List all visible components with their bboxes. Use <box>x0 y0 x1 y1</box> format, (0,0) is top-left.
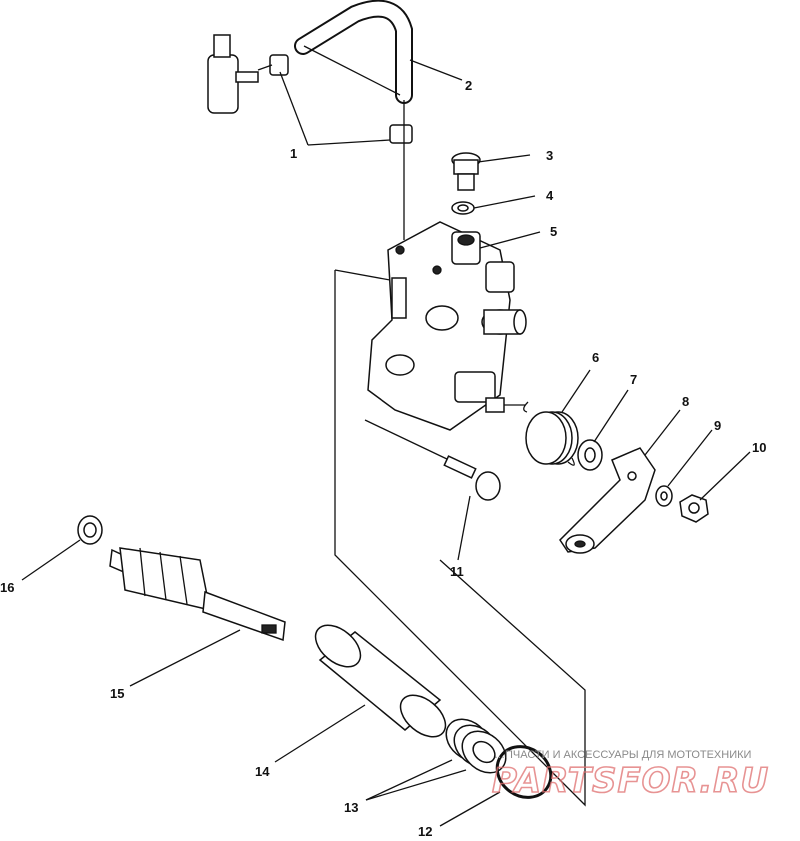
part-15-drive-shaft <box>109 547 286 642</box>
part-2-hose <box>294 0 413 104</box>
callout-13: 13 <box>344 800 358 815</box>
watermark: …ПЧАСТИ И АКСЕССУАРЫ ДЛЯ МОТОТЕХНИКИ PAR… <box>491 749 769 802</box>
callout-16: 16 <box>0 580 14 595</box>
callout-4: 4 <box>546 188 554 203</box>
callout-3: 3 <box>546 148 553 163</box>
callout-11: 11 <box>450 564 464 579</box>
part-3-bolt <box>451 152 481 191</box>
part-14-sleeve <box>314 624 447 738</box>
callout-12: 12 <box>418 824 432 839</box>
callout-15: 15 <box>110 686 124 701</box>
part-10-nut <box>679 494 709 523</box>
part-9-washer <box>655 485 673 507</box>
part-5-oil-pump <box>367 221 527 431</box>
callout-10: 10 <box>752 440 766 455</box>
callout-8: 8 <box>682 394 689 409</box>
part-16-washer <box>77 515 103 545</box>
part-7-washer <box>577 439 603 471</box>
callout-9: 9 <box>714 418 721 433</box>
part-6-spring <box>523 401 579 466</box>
callout-1: 1 <box>290 146 297 161</box>
callout-labels: 2 1 3 4 5 6 7 8 9 10 11 16 15 14 13 12 <box>0 78 766 839</box>
part-11-bolt <box>443 455 501 501</box>
part-12-o-ring <box>495 745 553 799</box>
callout-6: 6 <box>592 350 599 365</box>
part-4-washer <box>451 201 475 215</box>
callout-14: 14 <box>255 764 270 779</box>
watermark-logo: PARTSFOR.RU <box>492 761 769 801</box>
callout-5: 5 <box>550 224 557 239</box>
part-1-clamps <box>207 34 413 240</box>
watermark-tagline: …ПЧАСТИ И АКСЕССУАРЫ ДЛЯ МОТОТЕХНИКИ <box>494 749 751 761</box>
part-8-lever <box>559 447 656 554</box>
part-13-seals <box>445 718 507 774</box>
callout-2: 2 <box>465 78 472 93</box>
leader-lines <box>21 59 751 827</box>
callout-7: 7 <box>630 372 637 387</box>
